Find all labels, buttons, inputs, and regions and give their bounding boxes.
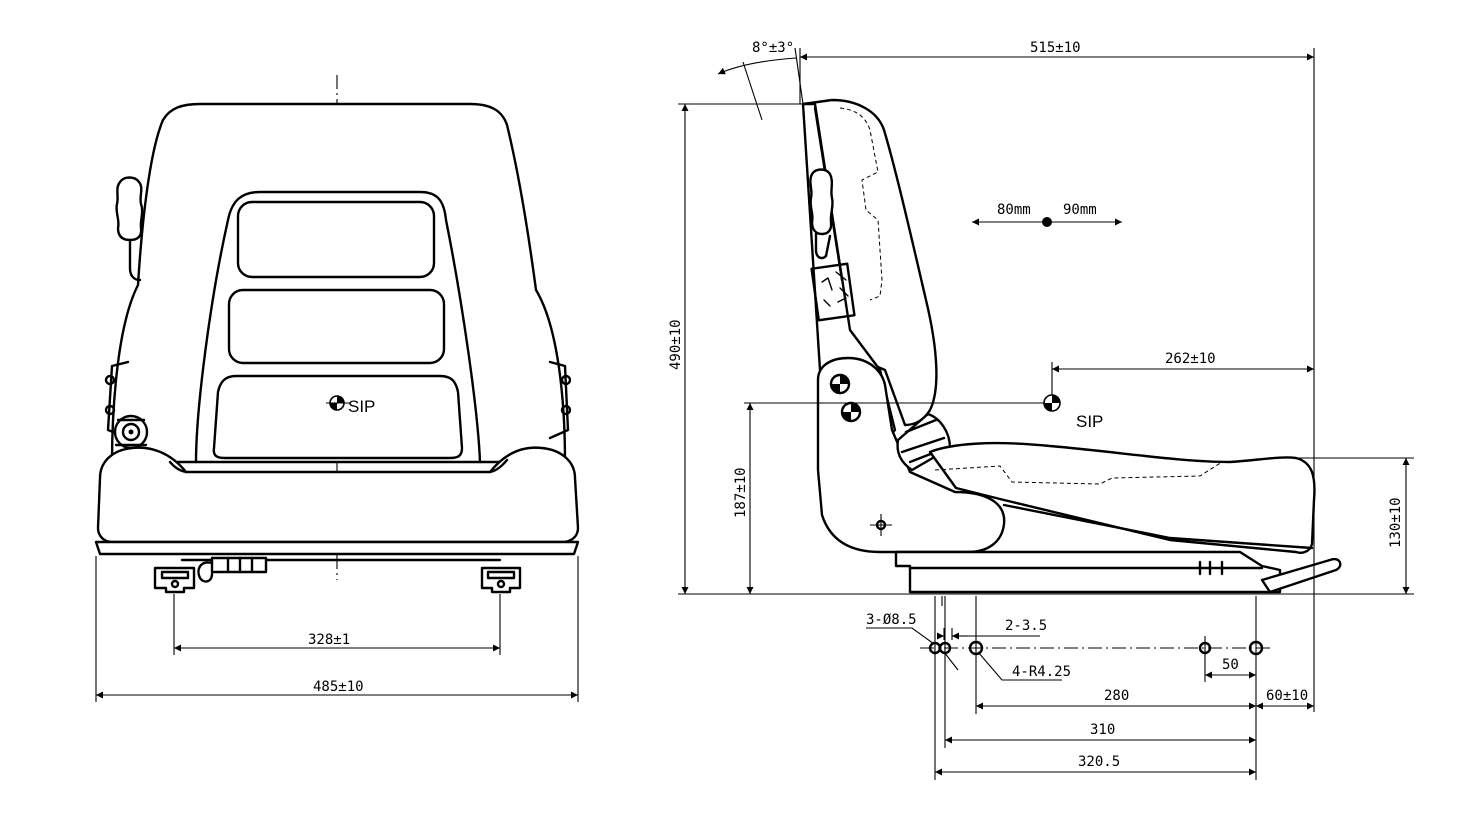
side-dim-hole-spacing-small-text: 50 <box>1222 657 1239 673</box>
side-dim-holes-text: 3-Ø8.5 <box>866 612 917 628</box>
dim-sip-height <box>744 402 1044 594</box>
front-backrest-panel-top <box>236 200 436 279</box>
dim-slot-width <box>937 628 1040 640</box>
front-cushion-creases <box>168 458 509 474</box>
side-adjust-range <box>972 217 1122 227</box>
front-slide-lever <box>197 556 268 583</box>
dim-overall-height <box>678 103 1308 595</box>
front-sip-label: SIP <box>348 397 375 416</box>
side-recline-lever <box>809 168 834 260</box>
dim-sip-to-front <box>1051 362 1314 395</box>
side-dim-sip-height-text: 187±10 <box>733 467 749 518</box>
side-rail-stops <box>1198 560 1224 576</box>
side-pivot-plate <box>816 356 1006 554</box>
dim-cushion-front-height <box>1296 457 1414 595</box>
front-base-plate <box>94 540 580 556</box>
side-dim-hole-spacing-280-text: 280 <box>1104 688 1129 704</box>
side-pivot-hole <box>870 514 892 536</box>
dim-overall-depth <box>799 48 1315 712</box>
side-view: SIP 80mm 90mm 515±10 8°±3° 490±1 <box>668 40 1414 780</box>
side-sip-label: SIP <box>1076 412 1103 431</box>
leader-holes <box>866 627 935 645</box>
leader-slot-radius <box>977 651 1062 681</box>
side-dim-rail-overhang-text: 60±10 <box>1266 688 1308 704</box>
front-backrest-panel-bottom <box>212 374 464 460</box>
dim-back-angle <box>717 47 804 121</box>
front-mount-foot-left <box>153 566 196 594</box>
side-dim-slot-width-text: 2-3.5 <box>1005 618 1047 634</box>
side-cushion-hidden-foam <box>934 461 1223 485</box>
side-dim-cushion-front-height-text: 130±10 <box>1388 497 1404 548</box>
side-cushion-pan-edge <box>1002 503 1314 550</box>
side-dim-adjust-back-text: 80mm <box>997 202 1031 218</box>
front-dim-overall-width-text: 485±10 <box>313 679 364 695</box>
side-dim-hole-spacing-320-text: 320.5 <box>1078 754 1120 770</box>
front-adjust-knob <box>113 414 149 450</box>
side-dim-overall-depth-text: 515±10 <box>1030 40 1081 56</box>
side-sip-marker <box>1043 394 1061 412</box>
side-base-rail <box>894 550 1282 594</box>
front-backrest-panel-middle <box>227 288 446 365</box>
side-warning-label <box>810 262 856 322</box>
dim-overall-width <box>95 556 579 702</box>
front-recline-lever <box>115 176 144 282</box>
front-backrest-inner-frame <box>194 190 482 464</box>
front-view: SIP 328±1 485±10 <box>94 75 580 702</box>
dim-mount-width <box>173 594 501 655</box>
front-mount-foot-right <box>480 566 522 594</box>
front-sip-marker <box>326 395 350 411</box>
front-dim-mount-width-text: 328±1 <box>308 632 350 648</box>
side-dim-hole-spacing-310-text: 310 <box>1090 722 1115 738</box>
front-right-bracket <box>548 360 572 440</box>
side-dim-sip-to-front-text: 262±10 <box>1165 351 1216 367</box>
side-backrest-hidden-frame <box>839 107 883 301</box>
front-backrest-outline <box>110 102 567 464</box>
side-mount-holes <box>920 596 1270 780</box>
side-dim-overall-height-text: 490±10 <box>668 319 684 370</box>
leader-slot-secondary <box>943 651 959 671</box>
side-dim-adjust-forward-text: 90mm <box>1063 202 1097 218</box>
side-dim-slot-radius-text: 4-R4.25 <box>1012 664 1071 680</box>
side-dim-back-angle-text: 8°±3° <box>752 40 794 56</box>
side-slide-lever <box>1260 557 1342 594</box>
